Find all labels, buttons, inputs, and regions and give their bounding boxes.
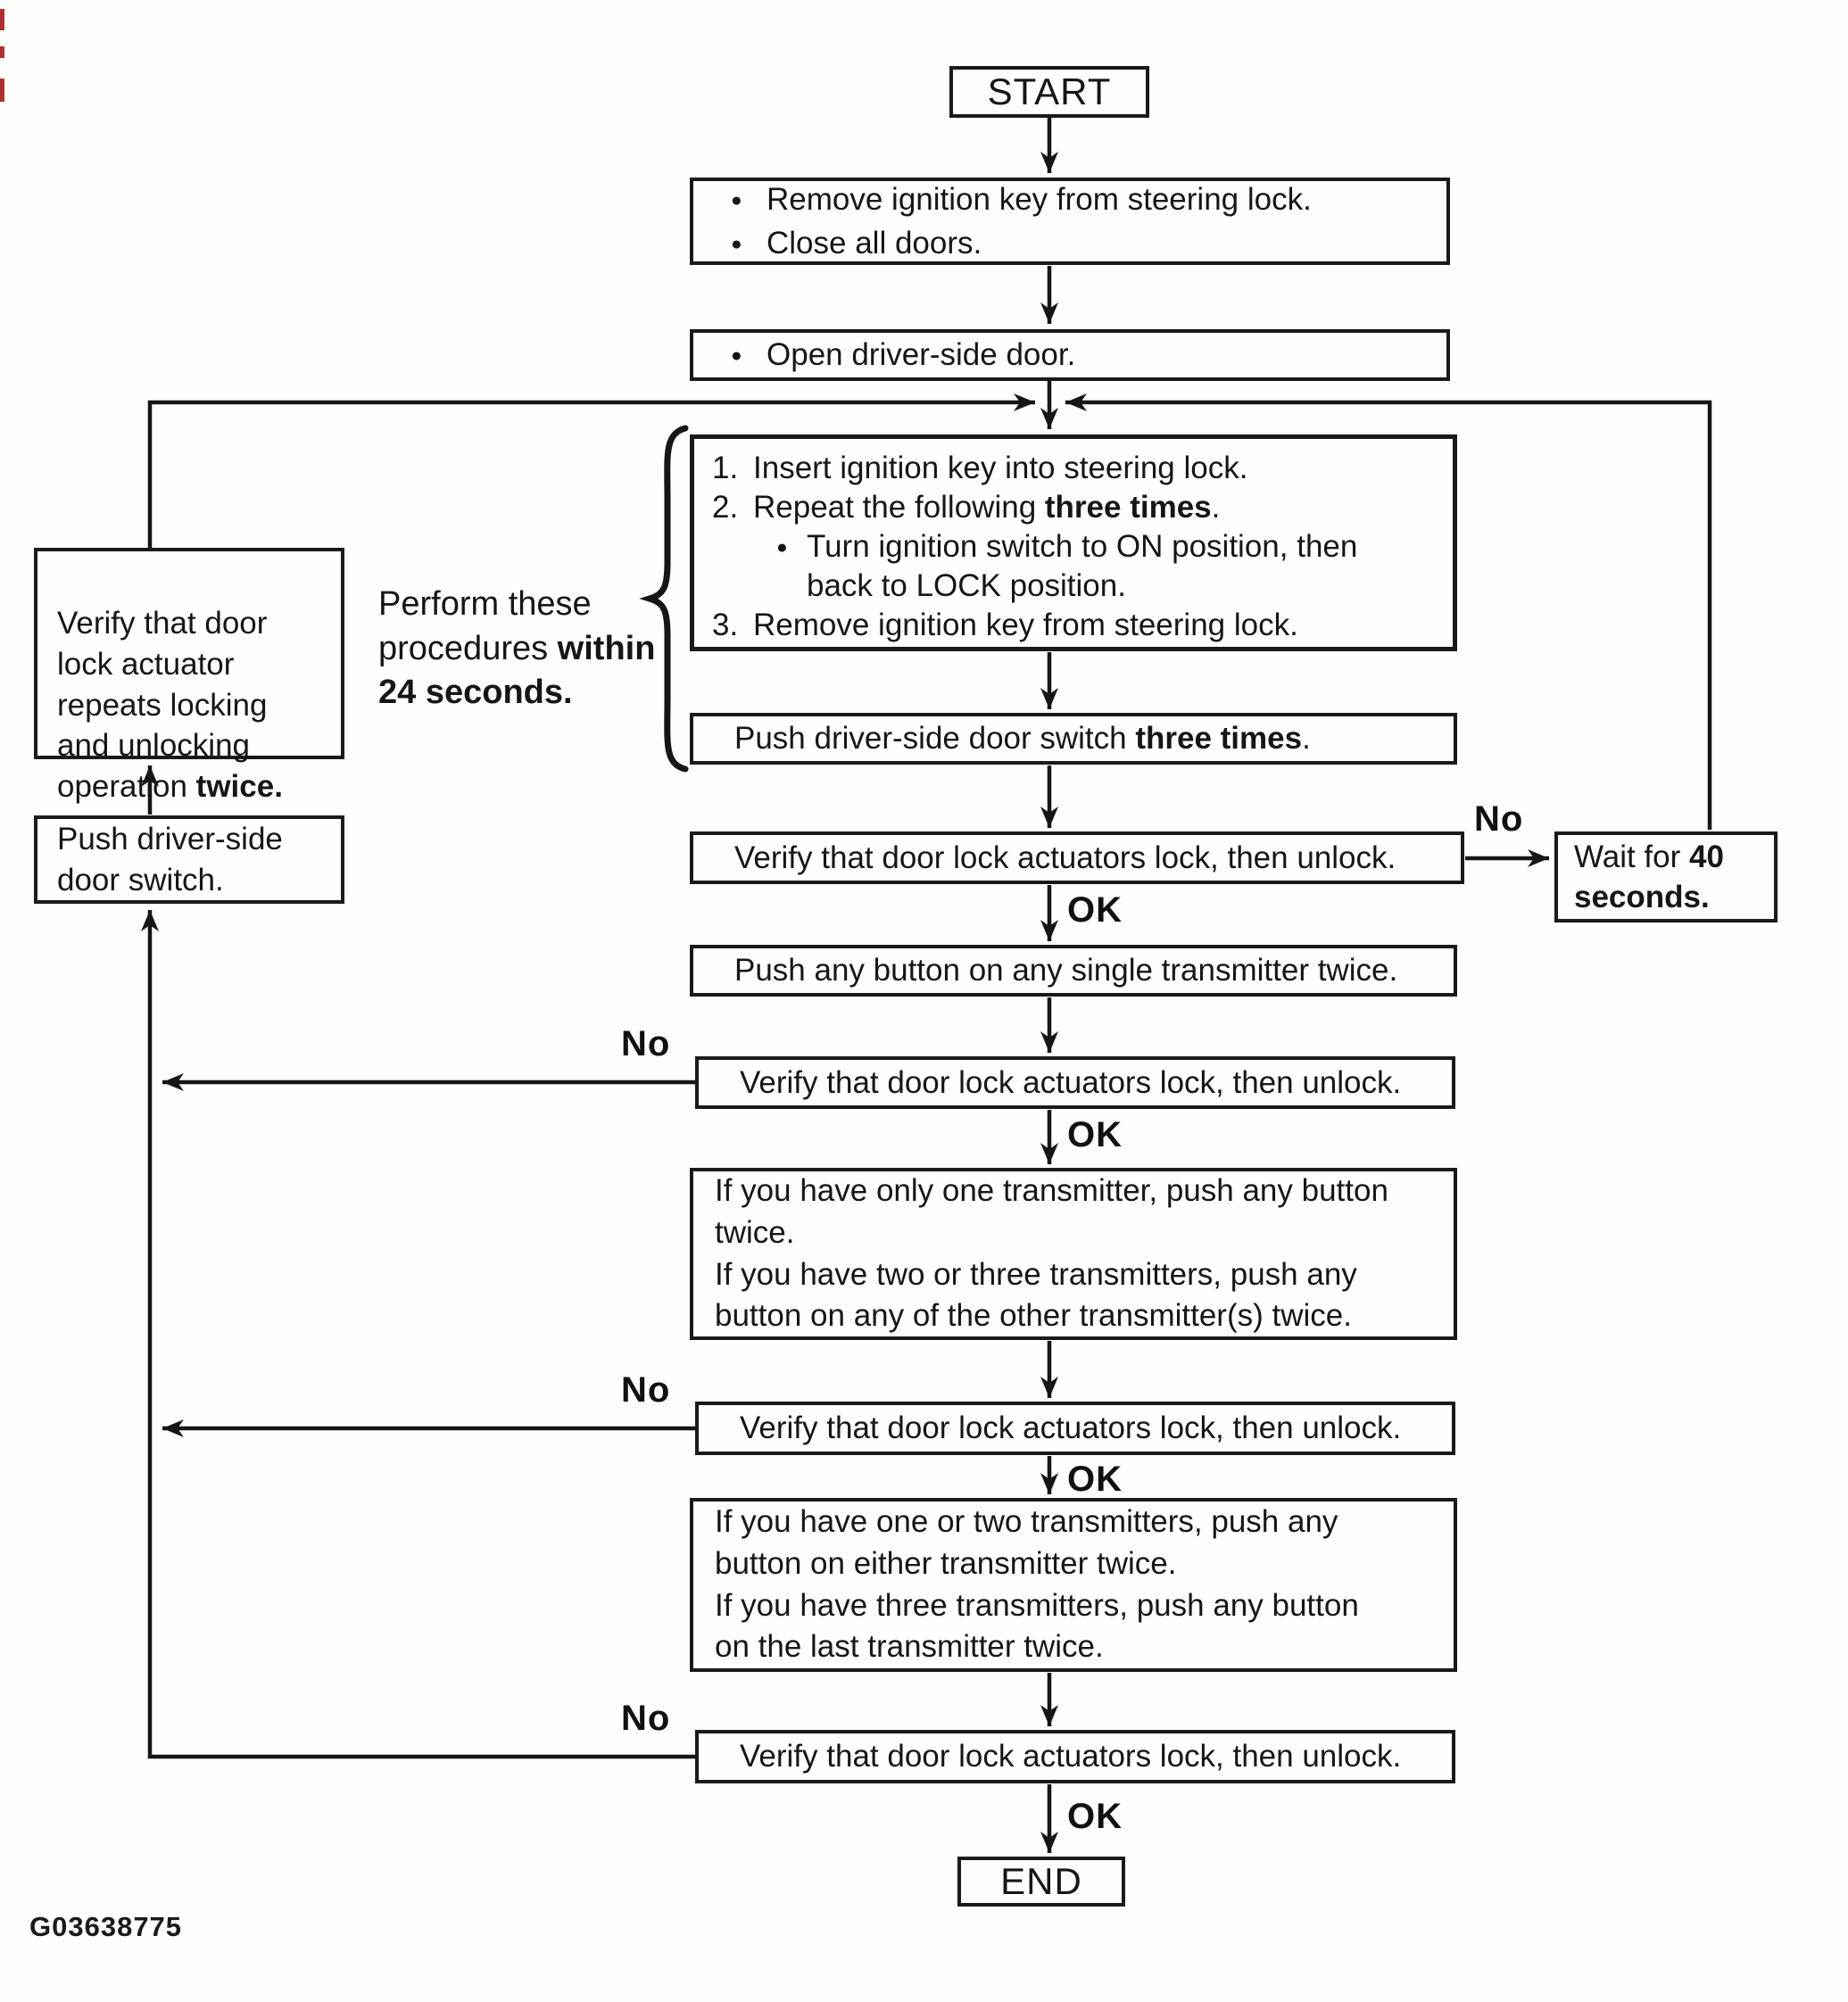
open-door-step-box: Open driver-side door.: [690, 329, 1450, 381]
prepare-step-box: Remove ignition key from steering lock. …: [690, 178, 1450, 265]
scan-artifact: [0, 46, 4, 58]
push-any-single-transmitter-box: Push any button on any single transmitte…: [690, 945, 1457, 997]
key-cycle-item-2: Repeat the following three times.: [753, 490, 1221, 525]
wait-40-seconds-box: Wait for 40 seconds.: [1554, 831, 1778, 922]
end-label: END: [1000, 1859, 1082, 1902]
scan-artifact: [0, 79, 4, 102]
bullet-icon: [731, 335, 767, 376]
start-node: START: [949, 66, 1149, 118]
ok-label-3: OK: [1067, 1460, 1123, 1499]
ok-label-2: OK: [1067, 1115, 1123, 1154]
list-number: 3.: [712, 608, 739, 643]
loop-wait-to-junction: [1065, 393, 1712, 830]
bullet-icon: [731, 223, 767, 264]
scan-artifact: [0, 9, 4, 30]
second-transmitter-line-2: If you have two or three transmitters, p…: [715, 1256, 1357, 1334]
key-cycle-sub-bullet: Turn ignition switch to ON position, the…: [807, 529, 1358, 604]
third-transmitter-line-2: If you have three transmitters, push any…: [715, 1587, 1359, 1665]
push-door-switch-three-times-box: Push driver-side door switch three times…: [690, 713, 1457, 765]
bullet-icon: [776, 527, 807, 567]
procedure-brace: [639, 425, 689, 773]
push-switch-three-text: Push driver-side door switch three times…: [734, 721, 1311, 757]
left-push-door-switch-box: Push driver-side door switch.: [34, 815, 344, 904]
verify-text: Verify that door lock actuators lock, th…: [740, 1739, 1402, 1774]
prepare-line-2: Close all doors.: [767, 226, 982, 261]
key-cycle-step-box: 1. Insert ignition key into steering loc…: [690, 434, 1457, 651]
verify-actuators-box-2: Verify that door lock actuators lock, th…: [695, 1056, 1455, 1109]
prepare-line-1: Remove ignition key from steering lock.: [767, 181, 1312, 217]
brace-note: Perform these procedures within 24 secon…: [378, 585, 656, 712]
verify-actuators-box-1: Verify that door lock actuators lock, th…: [690, 831, 1464, 884]
verify-actuators-box-3: Verify that door lock actuators lock, th…: [695, 1402, 1455, 1455]
wait-text: Wait for 40 seconds.: [1574, 839, 1724, 915]
ok-label-1: OK: [1067, 890, 1123, 930]
start-label: START: [987, 70, 1112, 112]
no-label-1: No: [1474, 799, 1524, 839]
no-label-2: No: [621, 1024, 671, 1063]
second-transmitter-box: If you have only one transmitter, push a…: [690, 1168, 1457, 1340]
figure-code: G03638775: [29, 1911, 183, 1942]
third-transmitter-box: If you have one or two transmitters, pus…: [690, 1498, 1457, 1672]
end-node: END: [957, 1857, 1125, 1907]
third-transmitter-line-1: If you have one or two transmitters, pus…: [715, 1504, 1338, 1581]
list-number: 1.: [712, 451, 739, 485]
second-transmitter-line-1: If you have only one transmitter, push a…: [715, 1173, 1388, 1250]
no-label-4: No: [621, 1699, 671, 1738]
verify-actuators-box-4: Verify that door lock actuators lock, th…: [695, 1730, 1455, 1783]
ok-label-4: OK: [1067, 1797, 1123, 1836]
key-cycle-item-3: Remove ignition key from steering lock.: [753, 608, 1298, 643]
loop-verify4-no-to-leftpush: [141, 910, 695, 1759]
list-number: 2.: [712, 490, 739, 525]
push-any-single-text: Push any button on any single transmitte…: [734, 953, 1398, 989]
left-push-text: Push driver-side door switch.: [57, 822, 283, 898]
left-verify-actuator-box: Verify that door lock actuator repeats l…: [34, 548, 344, 804]
loop-left-verify-to-junction: [147, 393, 1035, 548]
verify-text: Verify that door lock actuators lock, th…: [740, 1064, 1402, 1100]
verify-text: Verify that door lock actuators lock, th…: [740, 1410, 1402, 1446]
key-cycle-item-1: Insert ignition key into steering lock.: [753, 451, 1248, 485]
verify-text: Verify that door lock actuators lock, th…: [734, 840, 1396, 875]
open-door-line: Open driver-side door.: [767, 337, 1076, 373]
no-label-3: No: [621, 1370, 671, 1410]
bullet-icon: [731, 179, 767, 220]
